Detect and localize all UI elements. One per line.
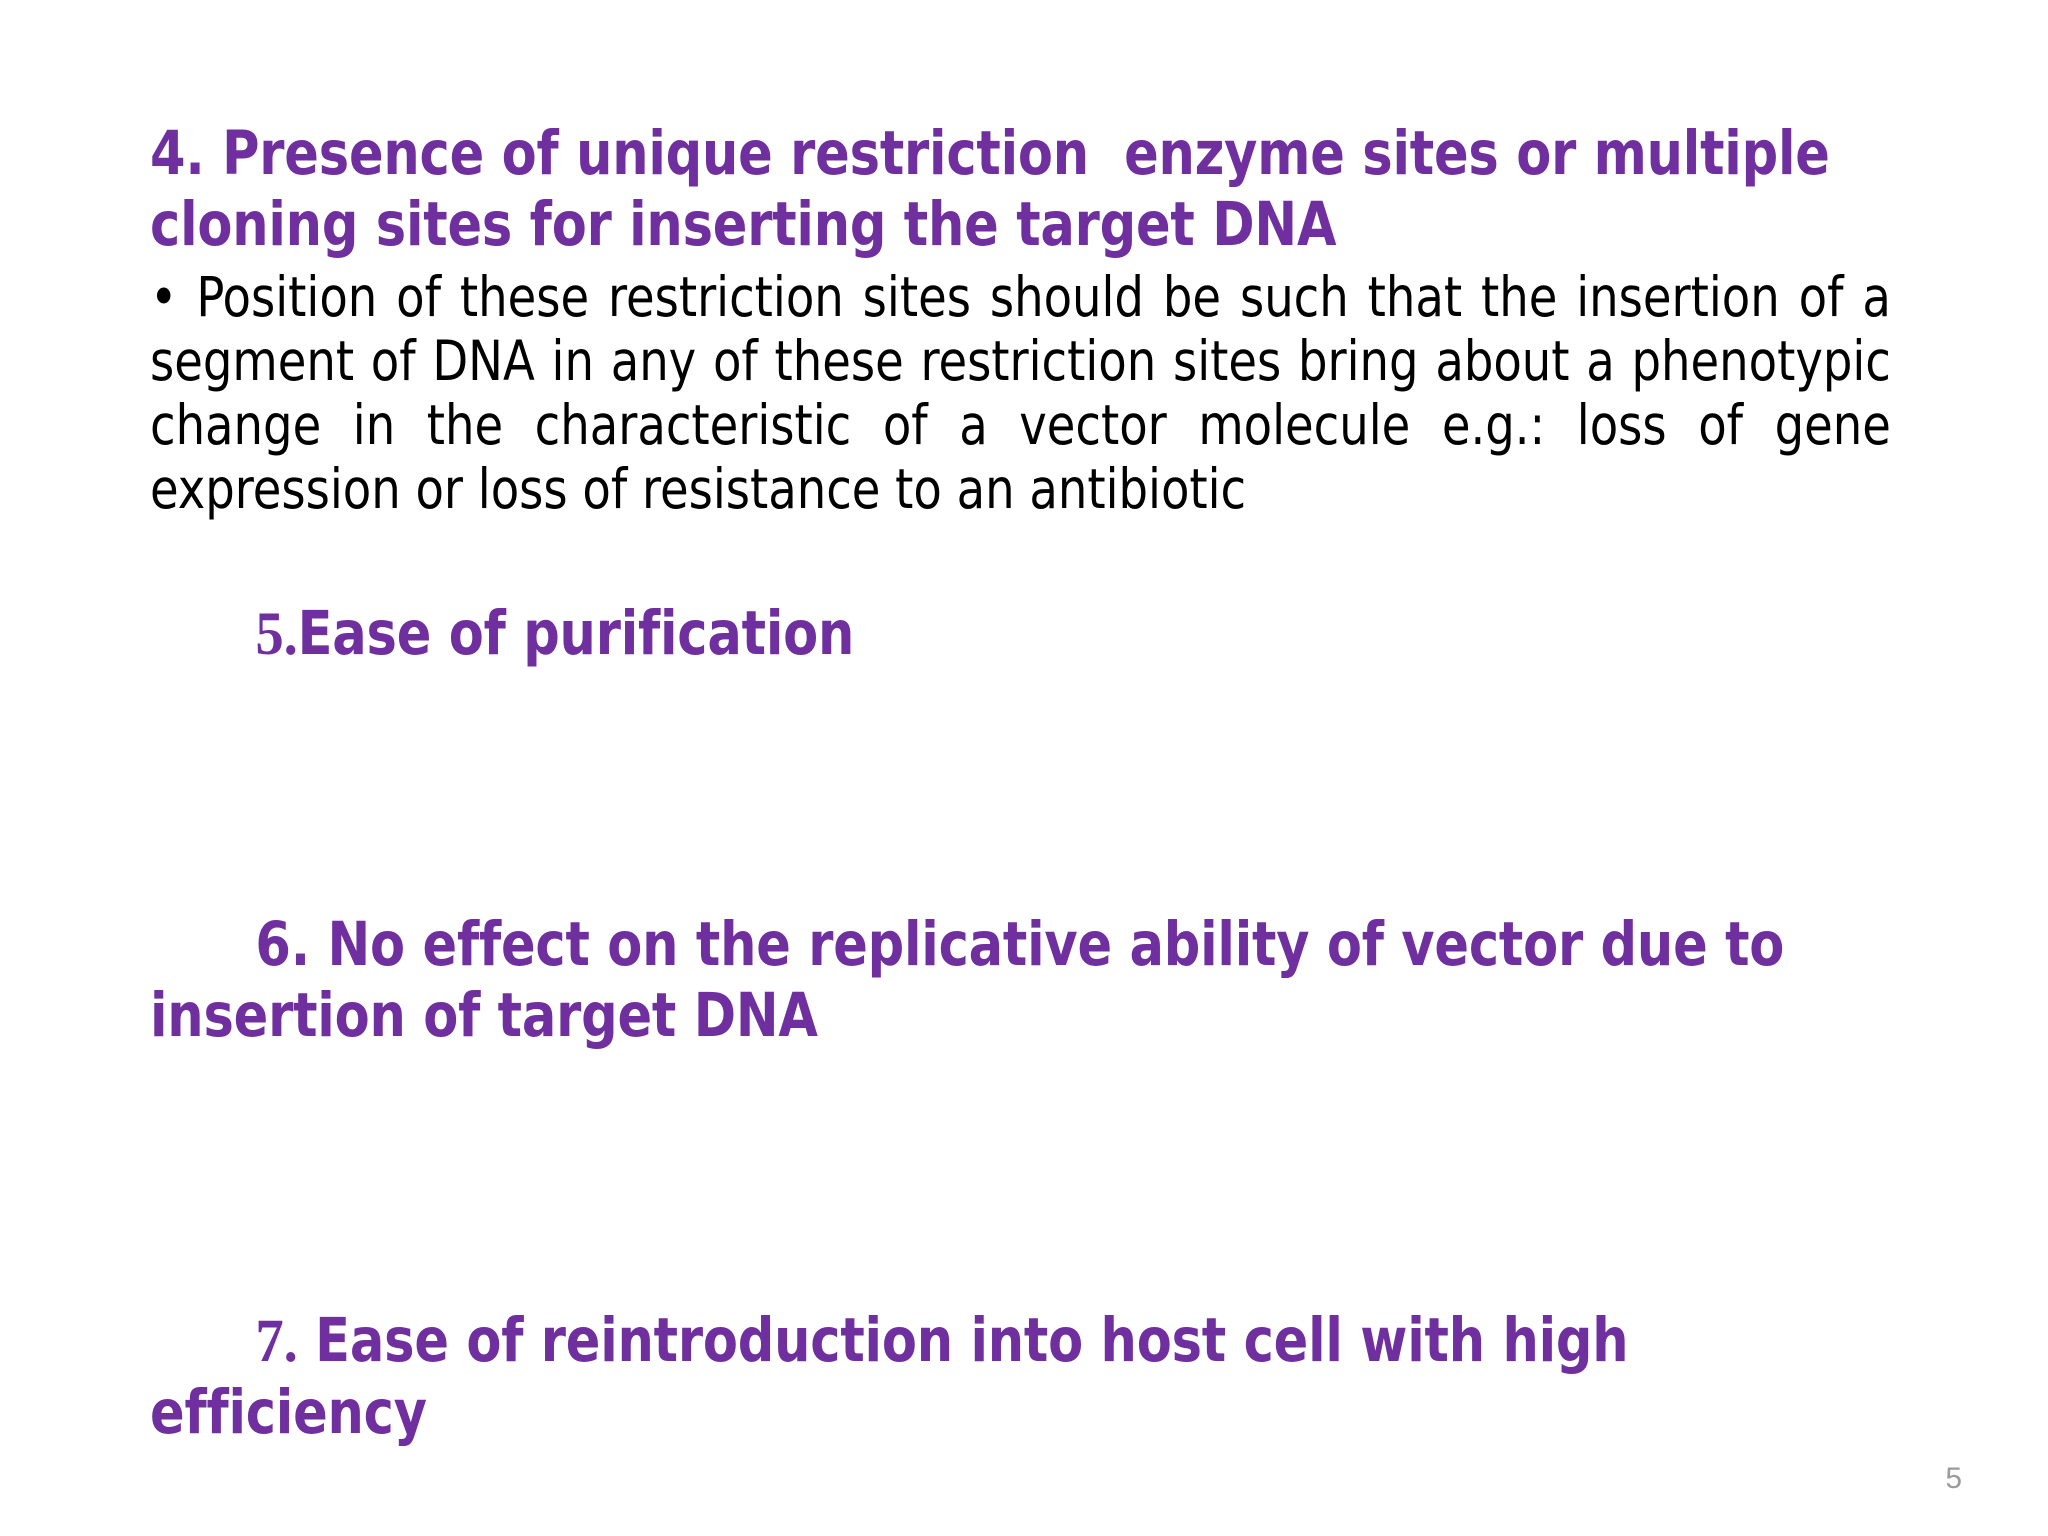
heading-item-6-numeral: 6. bbox=[255, 908, 310, 980]
heading-item-5-numeral: 5. bbox=[255, 601, 298, 669]
heading-item-7-numeral: 7. bbox=[255, 1307, 298, 1375]
heading-item-7: 7. Ease of reintroduction into host cell… bbox=[150, 1234, 1872, 1519]
slide-content-body: 4. Presence of unique restriction enzyme… bbox=[150, 118, 2002, 1519]
heading-item-7-text: Ease of reintroduction into host cell wi… bbox=[150, 1304, 1646, 1448]
spacer bbox=[150, 742, 2002, 838]
spacer bbox=[150, 1122, 2002, 1234]
heading-item-5-text: Ease of purification bbox=[297, 598, 855, 670]
bullet-paragraph-item-4: • Position of these restriction sites sh… bbox=[150, 265, 1891, 521]
heading-item-6: 6. No effect on the replicative ability … bbox=[150, 838, 1872, 1122]
heading-item-4: 4. Presence of unique restriction enzyme… bbox=[150, 118, 1848, 261]
heading-item-5: 5.Ease of purification bbox=[150, 527, 1872, 741]
page-number: 5 bbox=[1945, 1462, 1962, 1495]
heading-item-6-text: No effect on the replicative ability of … bbox=[150, 908, 1802, 1051]
